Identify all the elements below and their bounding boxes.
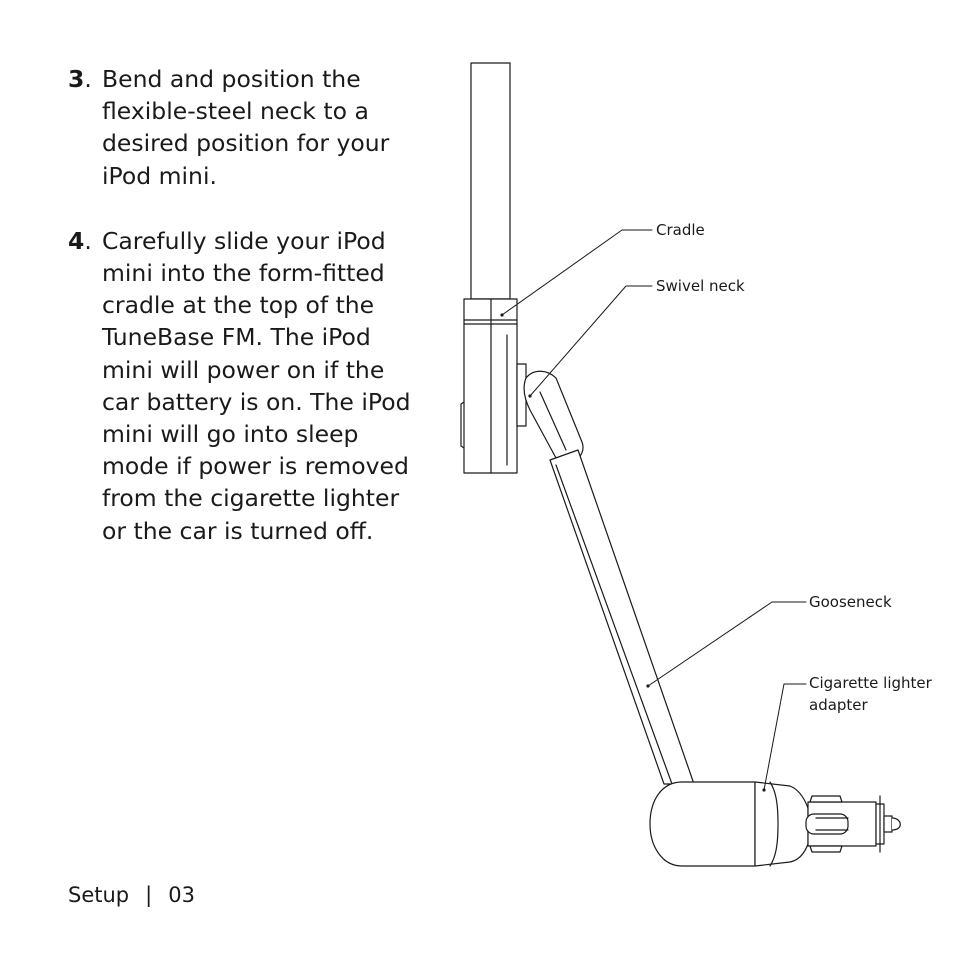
adapter-leader-dot <box>762 788 766 792</box>
cigarette-lighter-adapter <box>649 781 901 867</box>
gooseneck-leader <box>647 601 807 687</box>
step-4-line: mini will go into sleep <box>102 420 359 449</box>
adapter-label-line: Cigarette lighter <box>809 674 932 692</box>
footer-section: Setup <box>68 883 130 907</box>
page-footer: Setup | 03 <box>68 880 195 910</box>
step-3-line: iPod mini. <box>102 161 217 190</box>
cradle-leader-dot <box>500 313 504 317</box>
step-3-text: Bend and position the flexible-steel nec… <box>102 63 418 192</box>
callout-leaders <box>500 229 807 792</box>
step-4-line: TuneBase FM. The iPod <box>102 323 371 352</box>
page-number: 03 <box>168 883 195 907</box>
swivel-neck-leader <box>529 285 653 397</box>
step-4: 4. Carefully slide your iPod mini into t… <box>68 225 418 547</box>
step-4-text: Carefully slide your iPod mini into the … <box>102 225 418 547</box>
footer-separator: | <box>145 883 153 907</box>
step-4-line: from the cigarette lighter <box>102 484 400 513</box>
gooseneck <box>549 449 695 785</box>
cradle-leader <box>501 229 653 316</box>
step-3-line: desired position for your <box>102 129 390 158</box>
instruction-steps: 3. Bend and position the flexible-steel … <box>68 63 418 547</box>
step-4-number: 4. <box>68 226 92 255</box>
step-4-line: or the car is turned off. <box>102 516 374 545</box>
step-3: 3. Bend and position the flexible-steel … <box>68 63 418 192</box>
swivel-neck <box>516 363 584 464</box>
cradle <box>460 298 518 474</box>
step-4-line: mini into the form-fitted <box>102 259 385 288</box>
ipod-mini <box>470 62 511 300</box>
adapter-leader <box>763 683 807 791</box>
step-3-line: Bend and position the <box>102 65 361 93</box>
step-3-number: 3. <box>68 65 92 93</box>
swivel-neck-leader-dot <box>528 394 532 398</box>
gooseneck-leader-dot <box>646 684 650 688</box>
step-4-line: Carefully slide your iPod <box>102 226 386 255</box>
step-4-line: mini will power on if the <box>102 355 385 384</box>
adapter-label-line: adapter <box>809 696 868 714</box>
step-4-line: mode if power is removed <box>102 452 409 481</box>
cradle-label: Cradle <box>656 221 705 239</box>
step-3-line: flexible-steel neck to a <box>102 97 369 126</box>
step-4-line: cradle at the top of the <box>102 291 375 320</box>
step-4-line: car battery is on. The iPod <box>102 387 411 416</box>
swivel-neck-label: Swivel neck <box>656 277 745 295</box>
gooseneck-label: Gooseneck <box>809 593 892 611</box>
adapter-label: Cigarette lighter adapter <box>809 672 932 716</box>
